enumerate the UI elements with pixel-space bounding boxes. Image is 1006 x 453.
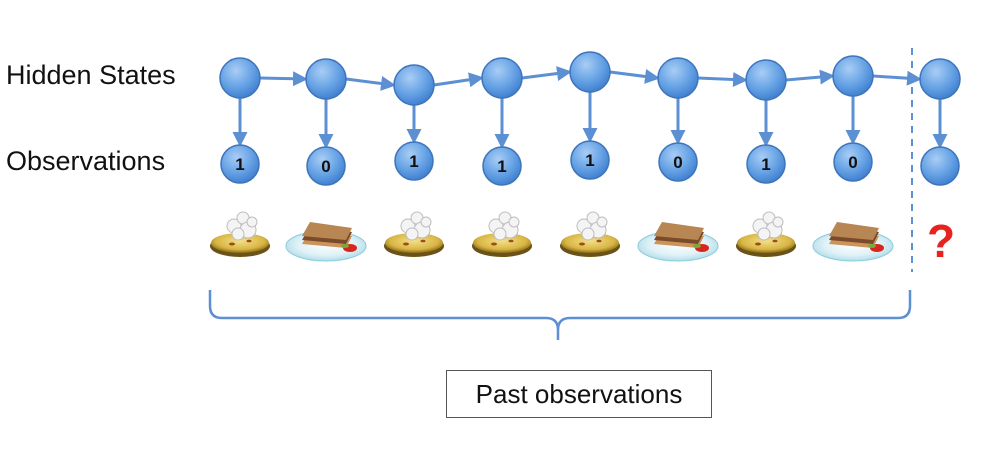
- omelette-icon: [384, 211, 444, 257]
- observation-node: [570, 140, 610, 180]
- omelette-icon: [472, 211, 532, 257]
- observation-value: 0: [321, 157, 330, 176]
- unknown-observation-marker: ?: [926, 215, 956, 267]
- sandwich-icon: [812, 222, 894, 262]
- observations-label: Observations: [6, 146, 166, 176]
- omelette-icon: [210, 211, 270, 257]
- observation-node: [220, 144, 260, 184]
- observation-value: 1: [235, 155, 244, 174]
- nodes-layer: 1 0 1 1 1 0 1 0: [219, 51, 961, 186]
- sandwich-icon: [637, 222, 719, 262]
- past-brace: [208, 290, 912, 340]
- hidden-states-label: Hidden States: [6, 60, 176, 90]
- sandwich-icon: [285, 222, 367, 262]
- transition-arrow: [697, 71, 748, 87]
- hidden-state-node: [832, 55, 874, 97]
- transition-arrow: [433, 72, 484, 88]
- past-observations-box: Past observations: [446, 370, 712, 418]
- hidden-state-node: [481, 57, 523, 99]
- hidden-state-node: [393, 64, 435, 106]
- transition-arrow: [785, 69, 835, 85]
- transition-arrow: [345, 76, 396, 91]
- hidden-state-node: [305, 58, 347, 100]
- omelette-icon: [560, 211, 620, 257]
- observation-node: [394, 141, 434, 181]
- observation-node: [746, 144, 786, 184]
- hidden-state-node: [745, 59, 787, 101]
- food-icons-layer: [210, 211, 894, 262]
- observation-node: [920, 146, 960, 186]
- transition-arrow: [259, 71, 308, 87]
- transition-arrow: [609, 69, 660, 84]
- hidden-state-node: [657, 57, 699, 99]
- observation-node: [306, 146, 346, 186]
- transition-arrow: [521, 66, 572, 81]
- omelette-icon: [736, 211, 796, 257]
- observation-node: [833, 142, 873, 182]
- observation-value: 1: [497, 157, 506, 176]
- hidden-state-node: [219, 57, 261, 99]
- observation-node: [658, 142, 698, 182]
- observation-value: 0: [673, 153, 682, 172]
- observation-node: [482, 146, 522, 186]
- hidden-state-node: [569, 51, 611, 93]
- hidden-state-node: [919, 58, 961, 100]
- observation-value: 1: [585, 151, 594, 170]
- observation-value: 1: [409, 152, 418, 171]
- past-observations-label: Past observations: [475, 378, 683, 409]
- observation-value: 0: [848, 153, 857, 172]
- observation-value: 1: [761, 155, 770, 174]
- arrows-layer: [232, 66, 948, 149]
